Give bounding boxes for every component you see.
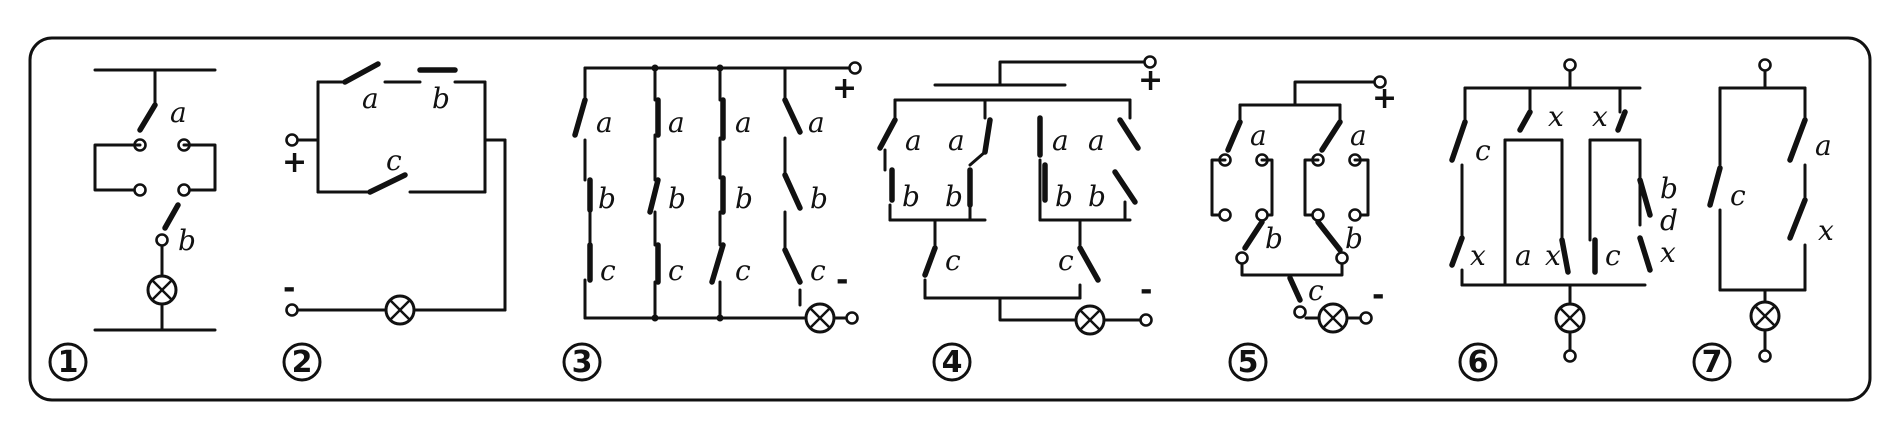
label-a: a xyxy=(1052,124,1069,157)
label-a: a xyxy=(905,124,922,157)
plus-sign: + xyxy=(832,71,857,106)
minus-sign: - xyxy=(283,271,295,306)
label-x: x xyxy=(1545,239,1561,272)
svg-text:7: 7 xyxy=(1702,345,1723,380)
lamp-icon xyxy=(804,302,836,334)
circuit-7: c a x xyxy=(1707,58,1834,363)
diagram-number-6: 6 xyxy=(1458,342,1498,382)
svg-text:5: 5 xyxy=(1238,345,1259,380)
label-c: c xyxy=(945,244,961,277)
svg-text:4: 4 xyxy=(942,345,963,380)
switch-a xyxy=(342,61,381,85)
label-a: a xyxy=(1815,129,1832,162)
label-b: b xyxy=(432,82,450,115)
label-a: a xyxy=(948,124,965,157)
label-b: b xyxy=(668,182,686,215)
plus-sign: + xyxy=(1372,81,1397,116)
diagram-number-7: 7 xyxy=(1692,342,1732,382)
svg-text:6: 6 xyxy=(1468,345,1489,380)
label-b: b xyxy=(810,182,828,215)
label-c: c xyxy=(1058,244,1074,277)
circuit-1: a b xyxy=(93,68,217,332)
label-c: c xyxy=(1308,274,1324,307)
lamp-icon xyxy=(1554,302,1586,334)
label-x: x xyxy=(1818,214,1834,247)
label-x: x xyxy=(1660,236,1676,269)
label-b: b xyxy=(1088,180,1106,213)
label-a: a xyxy=(808,106,825,139)
label-a: a xyxy=(668,106,685,139)
label-b: b xyxy=(178,224,196,257)
lamp-icon xyxy=(146,274,178,306)
label-a: a xyxy=(1250,119,1267,152)
label-x: x xyxy=(1470,239,1486,272)
label-b: b xyxy=(1055,180,1073,213)
diagram-number-1: 1 xyxy=(48,342,88,382)
circuit-5: a a b b c + - xyxy=(1210,75,1397,334)
label-b: b xyxy=(598,182,616,215)
label-c: c xyxy=(600,254,616,287)
label-b: b xyxy=(945,180,963,213)
label-a: a xyxy=(1350,119,1367,152)
svg-text:1: 1 xyxy=(58,345,79,380)
circuit-4: a a b b a a b b c c + - xyxy=(877,55,1163,336)
minus-sign: - xyxy=(836,263,848,298)
switch-b xyxy=(162,202,181,231)
label-c: c xyxy=(668,254,684,287)
diagram-number-2: 2 xyxy=(282,342,322,382)
label-b: b xyxy=(1660,172,1678,205)
label-b: b xyxy=(1345,222,1363,255)
label-c: c xyxy=(1730,179,1746,212)
lamp-icon xyxy=(1749,300,1781,332)
label-x: x xyxy=(1592,100,1608,133)
lamp-icon xyxy=(1074,304,1106,336)
lamp-icon xyxy=(384,294,416,326)
label-a: a xyxy=(170,96,187,129)
svg-text:3: 3 xyxy=(572,345,593,380)
plus-sign: + xyxy=(1138,63,1163,98)
label-c: c xyxy=(735,254,751,287)
diagram-number-3: 3 xyxy=(562,342,602,382)
label-a: a xyxy=(1088,124,1105,157)
label-x: x xyxy=(1548,100,1564,133)
lamp-icon xyxy=(1317,302,1349,334)
label-c: c xyxy=(386,144,402,177)
label-b: b xyxy=(735,182,753,215)
diagram-number-4: 4 xyxy=(932,342,972,382)
label-a: a xyxy=(596,106,613,139)
circuit-3: a b c a b c a b c a b c + - xyxy=(572,61,862,334)
label-a: a xyxy=(362,82,379,115)
label-a: a xyxy=(1515,239,1532,272)
diagram-number-5: 5 xyxy=(1228,342,1268,382)
label-c: c xyxy=(1605,239,1621,272)
label-c: c xyxy=(810,254,826,287)
label-a: a xyxy=(735,106,752,139)
switch-a xyxy=(137,102,158,133)
minus-sign: - xyxy=(1140,273,1152,308)
outer-frame xyxy=(28,36,1872,402)
svg-text:2: 2 xyxy=(292,345,313,380)
label-b: b xyxy=(902,180,920,213)
circuit-2: a b c + - xyxy=(282,61,507,326)
circuit-6: c x x x a x c b d x xyxy=(1449,58,1678,363)
label-b: b xyxy=(1265,222,1283,255)
plus-sign: + xyxy=(282,145,307,180)
label-c: c xyxy=(1475,134,1491,167)
minus-sign: - xyxy=(1372,278,1384,313)
label-d: d xyxy=(1660,204,1678,237)
switch-c xyxy=(367,172,408,195)
